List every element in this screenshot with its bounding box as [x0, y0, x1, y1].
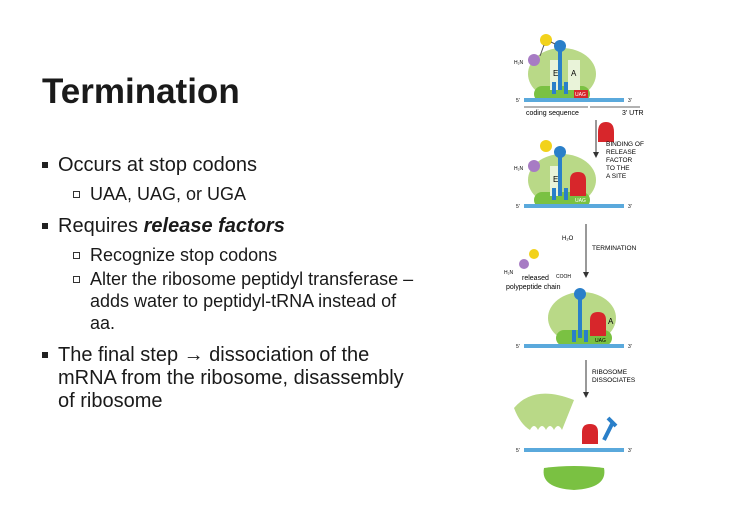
amino-acid-yellow: [540, 34, 552, 46]
release-factor-free: [582, 424, 598, 444]
release-factor-bound: [570, 172, 586, 196]
svg-text:FACTOR: FACTOR: [606, 157, 633, 164]
panel-initial: E A H₂N UAG 5' 3' coding sequence 3' UTR: [514, 34, 644, 117]
amino-acid-purple: [528, 54, 540, 66]
svg-text:3': 3': [628, 344, 632, 350]
svg-text:A: A: [608, 317, 614, 326]
released-label: released: [522, 275, 549, 282]
codon-label: UAG: [575, 92, 586, 98]
svg-text:5': 5': [516, 448, 520, 454]
svg-text:5': 5': [516, 344, 520, 350]
step-dissociates-label-1: RIBOSOME: [592, 369, 628, 376]
svg-text:A SITE: A SITE: [606, 173, 627, 180]
sub-bullet-codons: UAA, UAG, or UGA: [40, 183, 420, 205]
svg-text:3': 3': [628, 204, 632, 210]
large-subunit-free: [514, 393, 574, 430]
svg-text:5': 5': [516, 98, 520, 104]
panel-rf-bound: E H₂N UAG 5' 3': [514, 140, 632, 210]
svg-text:H₂N: H₂N: [514, 166, 524, 172]
svg-text:UAG: UAG: [595, 338, 606, 344]
trna-head: [554, 40, 566, 52]
svg-text:UAG: UAG: [584, 440, 595, 446]
svg-text:3': 3': [628, 98, 632, 104]
svg-text:3': 3': [628, 448, 632, 454]
release-factor-incoming: [598, 122, 614, 142]
utr-label: 3' UTR: [622, 110, 644, 117]
termination-diagram: E A H₂N UAG 5' 3' coding sequence 3' UTR…: [504, 34, 644, 490]
cooh-label: COOH: [556, 274, 571, 280]
svg-text:5': 5': [516, 204, 520, 210]
bullet-stop-codons: Occurs at stop codons: [40, 154, 420, 177]
svg-text:H₂N: H₂N: [504, 270, 514, 276]
trna: [552, 48, 568, 94]
slide-title: Termination: [42, 72, 240, 111]
bullet-release-factors: Requires release factors: [40, 215, 420, 238]
panel-terminated: A UAG 5' 3': [516, 288, 632, 350]
h2o-label: H₂O: [562, 236, 574, 242]
svg-text:E: E: [553, 175, 558, 184]
site-a-label: A: [571, 69, 577, 78]
small-subunit-free: [543, 466, 605, 490]
svg-text:TO THE: TO THE: [606, 165, 630, 172]
coding-sequence-label: coding sequence: [526, 110, 579, 117]
sub-bullet-recognize: Recognize stop codons: [40, 244, 420, 266]
step-dissociates-label-2: DISSOCIATES: [592, 377, 636, 384]
emphasis-release-factors: release factors: [143, 215, 285, 237]
h2n-label: H₂N: [514, 60, 524, 66]
trna-free: [602, 416, 618, 441]
svg-text:UAG: UAG: [575, 198, 586, 204]
svg-text:RELEASE: RELEASE: [606, 149, 637, 156]
step-binding-label: BINDING OF RELEASE FACTOR TO THE A SITE: [606, 141, 644, 180]
sub-bullet-alter: Alter the ribosome peptidyl transferase …: [40, 268, 420, 334]
mrna-strand: [524, 98, 624, 102]
site-e-label: E: [553, 69, 558, 78]
svg-text:BINDING OF: BINDING OF: [606, 141, 644, 148]
panel-dissociated: UAG 5' 3': [514, 393, 632, 490]
step-termination-label: TERMINATION: [592, 245, 637, 252]
bullet-final-step: The final step → dissociation of the mRN…: [40, 344, 420, 413]
bullet-list: Occurs at stop codons UAA, UAG, or UGA R…: [40, 154, 420, 419]
polypeptide-label: polypeptide chain: [506, 284, 561, 291]
